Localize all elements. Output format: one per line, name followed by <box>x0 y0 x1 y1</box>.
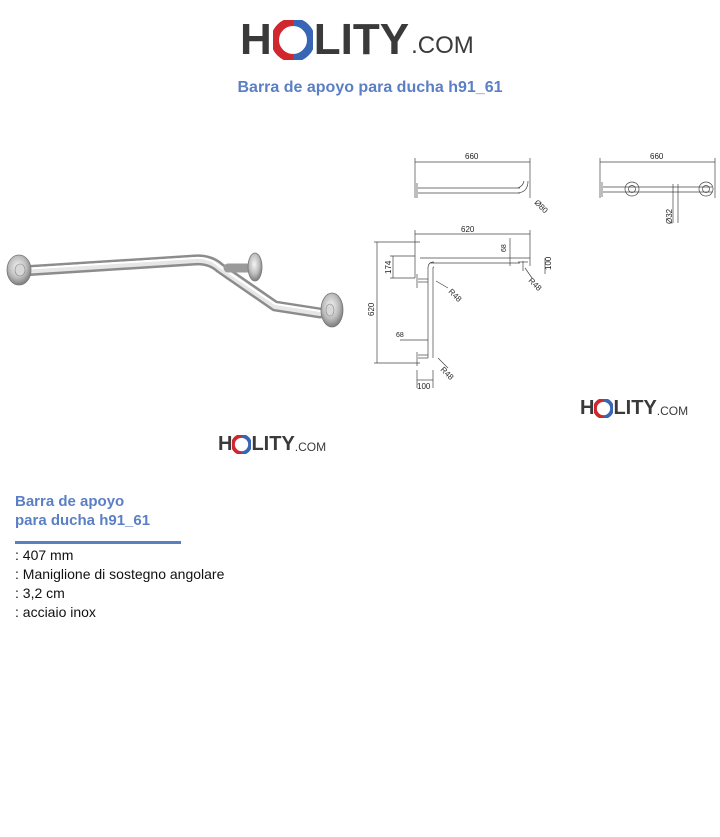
spec-item: : 407 mm <box>15 547 74 563</box>
dim-radius-3: R48 <box>439 365 456 382</box>
brand-letters: LITY <box>313 15 410 64</box>
brand-suffix: .COM <box>411 32 474 59</box>
dim-top-diameter: Ø80 <box>533 198 550 215</box>
spec-item: : acciaio inox <box>15 604 96 620</box>
dim-main-width: 620 <box>461 225 475 234</box>
dim-side-width: 660 <box>650 152 664 161</box>
dim-offset-top: 68 <box>501 244 508 252</box>
brand-logo: H LITY .COM <box>240 15 474 64</box>
product-name-line-1: Barra de apoyo <box>15 493 125 510</box>
dim-total-height: 620 <box>367 302 376 316</box>
brand-logo-watermark-drawing: H LITY .COM <box>580 396 689 419</box>
dim-radius-1: R48 <box>447 287 464 304</box>
spec-item: : Maniglione di sostegno angolare <box>15 566 225 582</box>
dim-top-width: 660 <box>465 152 479 161</box>
brand-logo-o-icon <box>593 397 615 419</box>
page-title: Barra de apoyo para ducha h91_61 <box>237 79 503 96</box>
product-name: Barra de apoyo para ducha h91_61 <box>15 492 150 530</box>
spec-item: : 3,2 cm <box>15 585 65 601</box>
dim-depth-right: 100 <box>544 256 553 270</box>
dim-height-left: 174 <box>384 260 393 274</box>
dim-offset-bottom: 68 <box>396 332 404 339</box>
product-name-line-2: para ducha h91_61 <box>15 512 151 529</box>
brand-logo-watermark-photo: H LITY .COM <box>218 432 327 455</box>
product-photo <box>6 252 344 328</box>
dim-depth-bottom: 100 <box>417 382 431 391</box>
brand-letter-h: H <box>240 15 272 64</box>
section-divider <box>15 541 181 544</box>
brand-logo-o-icon <box>270 18 315 62</box>
technical-drawing: 660 Ø80 660 Ø32 620 68 100 174 620 R48 R… <box>367 152 716 391</box>
spec-list: : 407 mm : Maniglione di sostegno angola… <box>15 546 224 622</box>
dim-side-diameter: Ø32 <box>665 208 674 224</box>
brand-logo-o-icon <box>231 433 253 455</box>
dim-radius-2: R48 <box>527 276 544 293</box>
